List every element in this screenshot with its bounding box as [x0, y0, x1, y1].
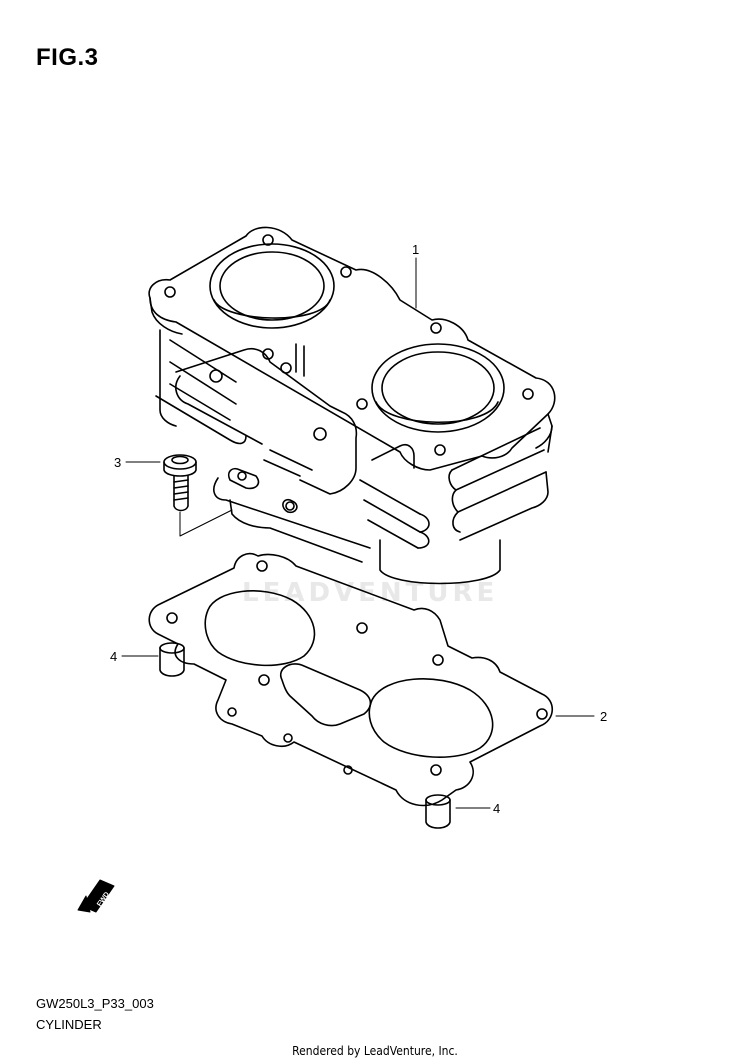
dowel-pin-part-upper[interactable] — [159, 642, 185, 677]
fwd-arrow-icon: FWD — [77, 879, 115, 913]
gasket-part[interactable] — [148, 552, 554, 807]
figure-title: FIG.3 — [36, 44, 99, 71]
bolt-part[interactable] — [163, 454, 197, 512]
callout-3: 3 — [114, 455, 121, 470]
callout-4-lower: 4 — [493, 801, 500, 816]
leader-lines — [121, 257, 595, 809]
figure-name: CYLINDER — [36, 1017, 102, 1032]
callout-2: 2 — [600, 709, 607, 724]
dowel-pin-part-lower[interactable] — [425, 794, 451, 829]
callout-4-upper: 4 — [110, 649, 117, 664]
cylinder-part[interactable] — [148, 226, 556, 585]
figure-code: GW250L3_P33_003 — [36, 996, 154, 1011]
render-credit: Rendered by LeadVenture, Inc. — [292, 1044, 458, 1058]
callout-1: 1 — [412, 242, 419, 257]
